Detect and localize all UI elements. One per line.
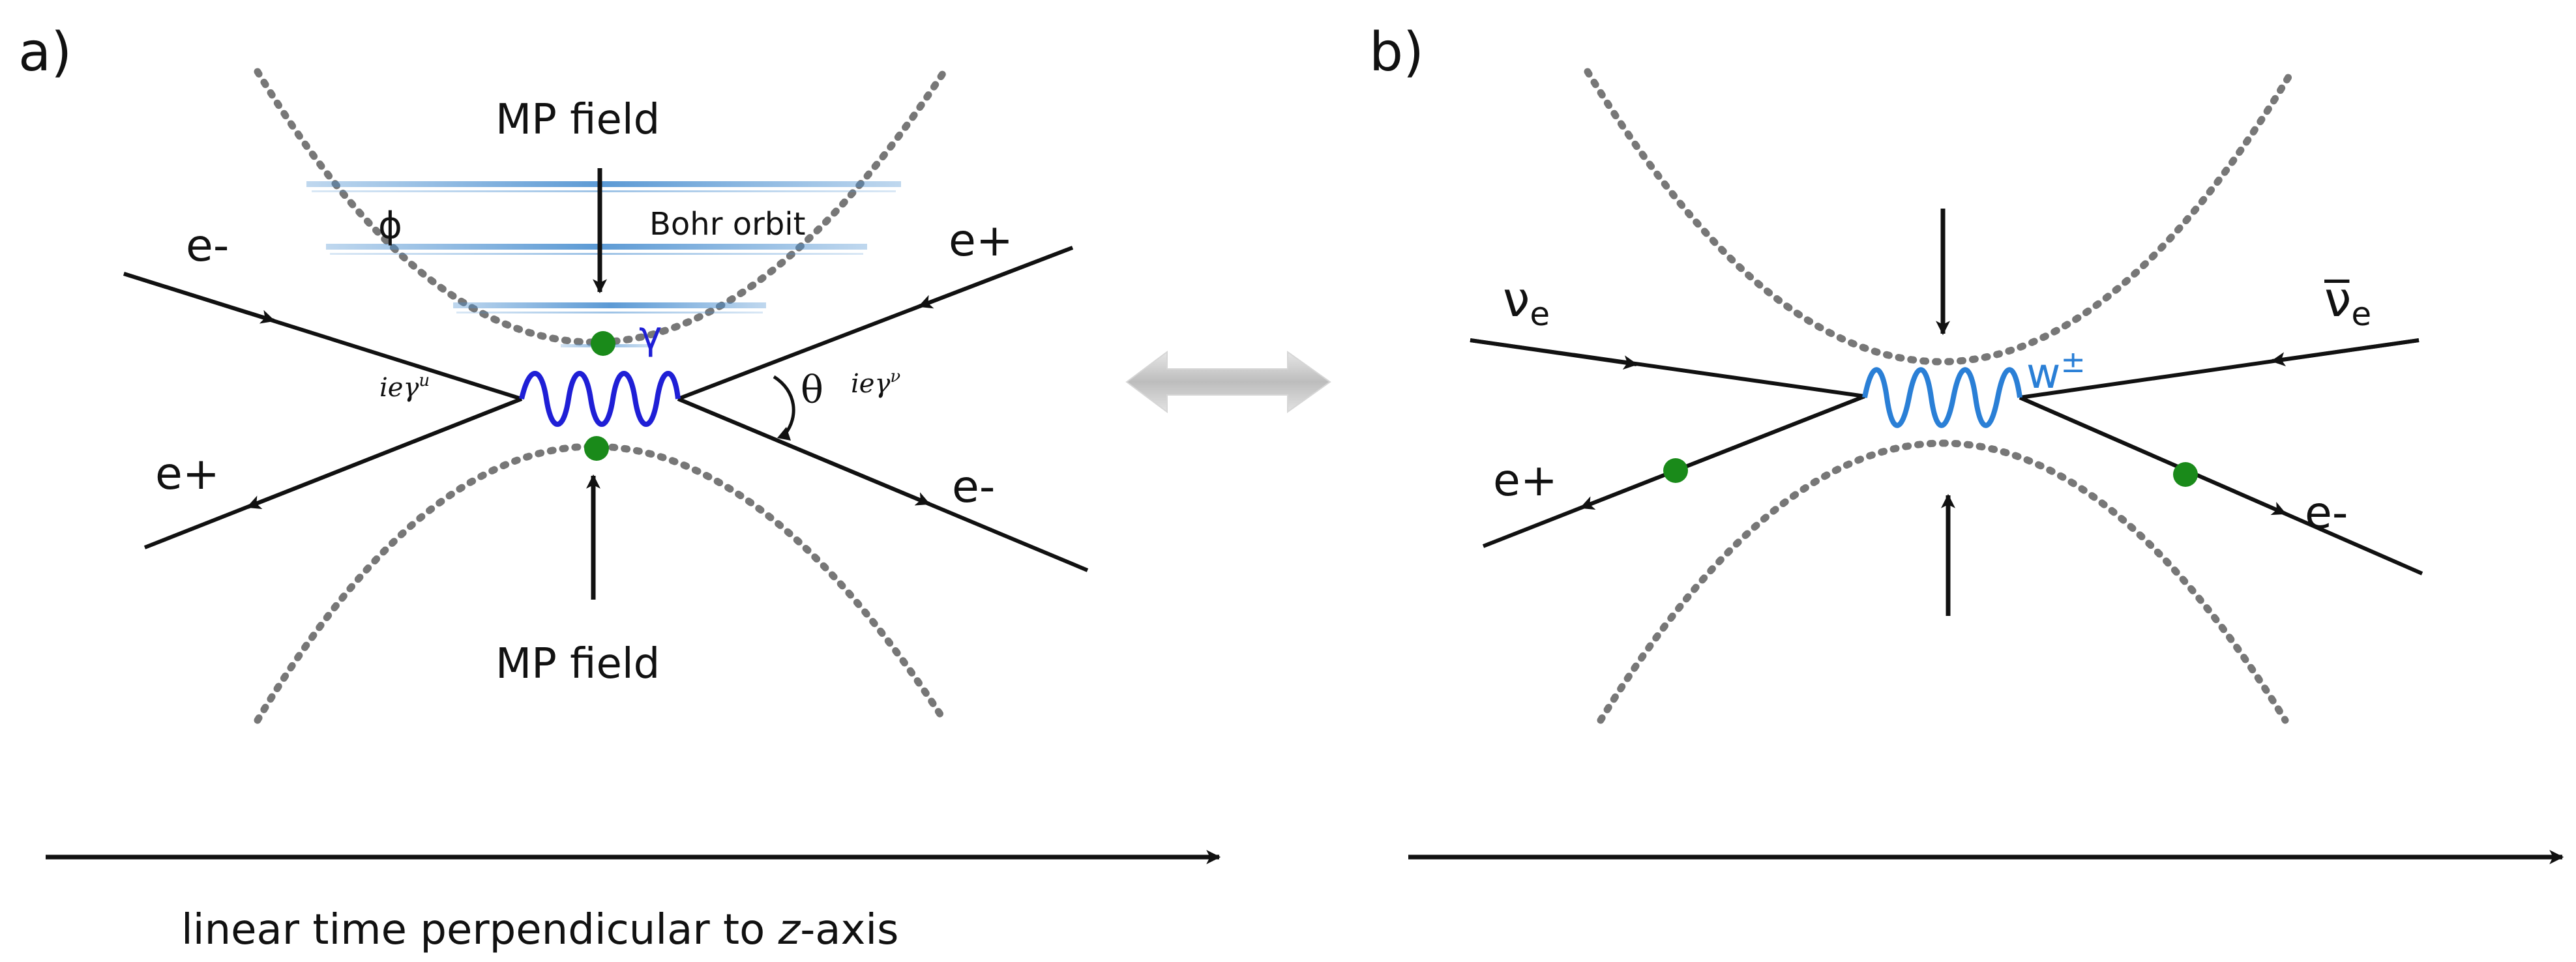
vertex-right-label: ieγν bbox=[851, 367, 900, 399]
particle-label-electron-b: e- bbox=[2305, 488, 2348, 539]
photon-label: γ bbox=[639, 313, 662, 358]
field-boundary-bottom-b bbox=[1597, 439, 2289, 724]
particle-label-positron-b: e+ bbox=[1493, 455, 1558, 506]
particle-dot-left-b bbox=[1663, 458, 1688, 483]
neutrino-arrow-in-left bbox=[1470, 338, 1638, 370]
w-boson-propagator bbox=[1862, 367, 2022, 428]
photon-propagator bbox=[519, 371, 681, 427]
field-boundary-top-b bbox=[1584, 68, 2296, 366]
panel-b: b) w± νe ν̅e e+ e- bbox=[1369, 22, 2564, 864]
equivalence-double-arrow bbox=[1125, 351, 1331, 413]
theta-symbol: θ bbox=[801, 368, 823, 412]
time-axis-label: linear time perpendicular to z-axis bbox=[181, 906, 899, 954]
particle-dot-right-b bbox=[2173, 462, 2198, 487]
particle-label-in-right: e+ bbox=[949, 215, 1013, 267]
particle-label-nu-e: νe bbox=[1503, 272, 1550, 333]
lepton-arrow-out-left bbox=[1579, 394, 1866, 510]
field-boundary-bottom bbox=[254, 443, 948, 724]
mp-field-label-top: MP field bbox=[496, 96, 660, 144]
mp-field-label-bottom: MP field bbox=[496, 640, 660, 688]
particle-label-out-left: e+ bbox=[155, 448, 220, 500]
fermion-arrow-out-left bbox=[246, 397, 523, 509]
lepton-arrow-out-right bbox=[2019, 396, 2287, 516]
panel-b-tag: b) bbox=[1369, 22, 1424, 83]
particle-label-out-right: e- bbox=[952, 461, 995, 513]
vertex-left-label: ieγu bbox=[379, 371, 430, 403]
fermion-arrow-out-right bbox=[677, 397, 931, 506]
fermion-arrow-in-right bbox=[917, 246, 1074, 309]
fermion-arrow-in-left bbox=[123, 272, 276, 324]
particle-label-in-left: e- bbox=[186, 220, 229, 272]
particle-dot-upper bbox=[591, 331, 615, 356]
theta-angle-arc bbox=[773, 375, 795, 435]
bohr-orbit-label: Bohr orbit bbox=[649, 206, 805, 242]
w-boson-label: w± bbox=[2026, 344, 2086, 398]
particle-label-anti-nu-e: ν̅e bbox=[2324, 272, 2371, 333]
neutrino-arrow-in-right bbox=[2270, 338, 2420, 367]
particle-dot-lower bbox=[584, 436, 609, 461]
panel-a: a) MP field MP field Bohr orbit ϕ bbox=[18, 22, 1221, 954]
phi-symbol: ϕ bbox=[378, 205, 402, 247]
theta-angle-arrowhead bbox=[777, 427, 791, 441]
panel-a-tag: a) bbox=[18, 22, 72, 83]
